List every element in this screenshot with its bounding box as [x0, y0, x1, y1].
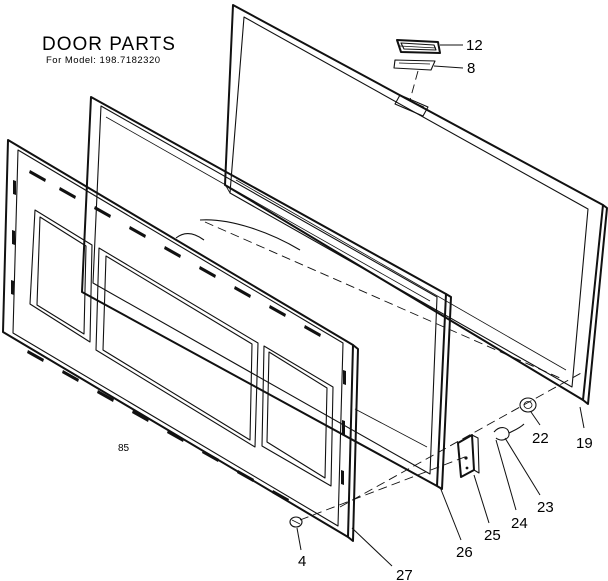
- page-code: 85: [118, 443, 130, 454]
- inner-door-panel: [2, 139, 359, 542]
- latch-button: [396, 39, 441, 54]
- callout-27: 27: [396, 567, 413, 581]
- callout-24: 24: [511, 515, 528, 532]
- diagram-title: DOOR PARTS: [42, 34, 176, 55]
- callout-19: 19: [576, 435, 593, 452]
- callout-leaders: [296, 44, 585, 567]
- callout-25: 25: [484, 527, 501, 544]
- callout-12: 12: [466, 37, 483, 54]
- alignment-lines: [204, 70, 584, 521]
- callout-26: 26: [456, 544, 473, 561]
- model-number: For Model: 198.7182320: [46, 55, 161, 66]
- callout-4: 4: [298, 553, 306, 570]
- latch-bracket: [457, 434, 480, 478]
- callout-22: 22: [532, 430, 549, 447]
- callout-labels: 12 8 22 19 23 24 25 26 4 27: [298, 37, 593, 581]
- handle-pad: [393, 59, 436, 71]
- outer-door-frame: [224, 4, 608, 405]
- door-seal-frame: [81, 96, 452, 490]
- screw-part: [289, 516, 303, 528]
- seal-strip: [175, 219, 301, 251]
- callout-23: 23: [537, 499, 554, 516]
- callout-8: 8: [467, 60, 475, 77]
- latch-spring: [493, 423, 525, 441]
- hinge-pin: [519, 397, 537, 413]
